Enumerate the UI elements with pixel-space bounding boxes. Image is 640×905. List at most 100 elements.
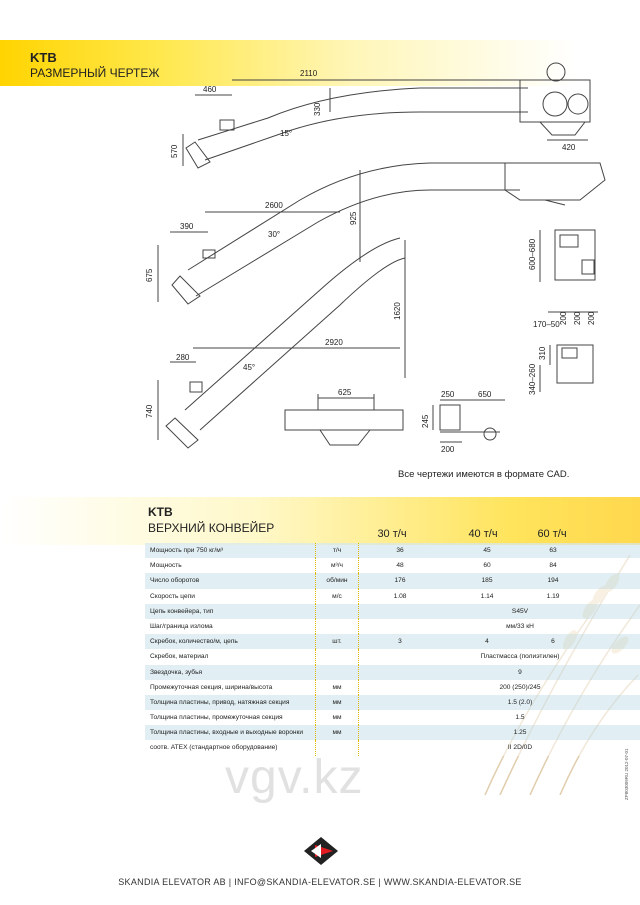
spec-value-all: S45V <box>511 607 529 615</box>
spec-value-30: 3 <box>398 638 402 646</box>
dim-bot-length: 2920 <box>325 338 343 347</box>
dim-end-h: 245 <box>421 414 430 428</box>
dim-side-width: 625 <box>338 388 352 397</box>
dim-top-angle: 15° <box>280 129 292 138</box>
dim-end-w2: 650 <box>478 390 492 399</box>
spec-unit: мм <box>315 725 359 741</box>
dim-bot-angle: 45° <box>243 363 255 372</box>
spec-unit: т/ч <box>315 543 359 559</box>
spec-value-60: 194 <box>547 577 559 585</box>
footer-contacts: SKANDIA ELEVATOR AB | INFO@SKANDIA-ELEVA… <box>118 877 522 887</box>
dimension-drawing: 2110 460 570 330 15° 420 2600 390 675 92… <box>145 62 606 454</box>
dim-drive-h2: 310 <box>538 346 547 360</box>
table-header-band <box>0 497 640 545</box>
document-id: ZP803009RU 2012-07-01 <box>624 748 629 800</box>
spec-label: соотв. ATEX (стандартное оборудование) <box>150 744 278 752</box>
conveyor-15deg <box>182 62 591 169</box>
page-title: KTB <box>30 50 57 65</box>
spec-value-all: 200 (250)/245 <box>499 683 541 691</box>
dim-top-left: 460 <box>203 85 217 94</box>
spec-unit <box>315 740 359 756</box>
dim-drive-h1: 600–680 <box>528 238 537 270</box>
spec-row: Толщина пластины, входные и выходные вор… <box>145 725 640 741</box>
spec-value-40: 60 <box>483 562 491 570</box>
spec-row: Мощность м³/ч 48 60 84 <box>145 558 640 574</box>
cad-note: Все чертежи имеются в формате CAD. <box>398 469 570 480</box>
spec-unit <box>315 618 359 635</box>
spec-label: Толщина пластины, промежуточная секция <box>150 714 283 722</box>
spec-value-40: 185 <box>481 577 493 585</box>
dim-bot-left: 280 <box>176 353 190 362</box>
spec-value-all: 1.5 <box>515 714 525 722</box>
spec-row: Скорость цепи м/с 1.08 1.14 1.19 <box>145 588 640 604</box>
spec-value-30: 176 <box>394 577 406 585</box>
dim-bot-rise: 1620 <box>393 302 402 320</box>
dim-drive-h3: 340–260 <box>528 363 537 395</box>
watermark: vgv.kz <box>225 751 364 804</box>
spec-value-30: 1.08 <box>393 592 407 600</box>
spec-unit <box>315 664 359 680</box>
spec-label: Промежуточная секция, ширина/высота <box>150 683 273 691</box>
spec-value-60: 6 <box>551 638 555 646</box>
end-view <box>432 399 505 443</box>
dim-top-drive: 420 <box>562 143 576 152</box>
spec-label: Мощность при 750 кг/м³ <box>150 547 223 554</box>
dim-bot-height: 740 <box>145 404 154 418</box>
dim-drive-w1: 170–50 <box>533 320 560 329</box>
spec-value-all: 1.5 (2.0) <box>507 698 533 706</box>
side-view <box>284 394 404 446</box>
dim-mid-left: 390 <box>180 222 194 231</box>
spec-unit <box>315 603 359 619</box>
page-subtitle: РАЗМЕРНЫЙ ЧЕРТЕЖ <box>30 66 160 80</box>
spec-value-60: 84 <box>549 562 557 570</box>
drive-views <box>539 229 598 392</box>
spec-value-30: 36 <box>396 547 404 554</box>
spec-unit: м³/ч <box>315 558 359 574</box>
header-band <box>0 40 640 86</box>
table-title: KTB <box>148 505 173 519</box>
spec-label: Шаг/граница излома <box>150 622 213 630</box>
capacity-30: 30 т/ч <box>377 528 407 540</box>
dim-mid-angle: 30° <box>268 230 280 239</box>
conveyor-30deg <box>157 162 606 305</box>
table-subtitle: ВЕРХНИЙ КОНВЕЙЕР <box>148 521 275 535</box>
spec-value-all: мм/33 кН <box>506 622 534 630</box>
spec-value-30: 48 <box>396 562 404 570</box>
spec-unit: мм <box>315 710 359 726</box>
capacity-60: 60 т/ч <box>537 528 567 540</box>
dim-top-rise: 330 <box>313 102 322 116</box>
spec-value-40: 1.14 <box>480 592 494 600</box>
spec-unit: об/мин <box>315 573 359 589</box>
spec-label: Звездочка, зубья <box>150 668 203 676</box>
spec-value-all: 1.25 <box>513 729 527 737</box>
spec-row: Толщина пластины, промежуточная секция мм… <box>145 710 640 726</box>
spec-label: Толщина пластины, входные и выходные вор… <box>150 729 304 737</box>
dim-end-base: 200 <box>441 445 455 454</box>
spec-unit <box>315 649 359 665</box>
spec-label: Мощность <box>150 562 182 570</box>
spec-value-60: 1.19 <box>546 592 560 600</box>
spec-label: Цепь конвейера, тип <box>150 607 214 615</box>
spec-label: Скребок, количество/м, цепь <box>150 638 238 646</box>
spec-row: Цепь конвейера, тип S45V <box>145 603 640 619</box>
spec-row: Шаг/граница излома мм/33 кН <box>145 618 640 635</box>
spec-unit: м/с <box>315 588 359 604</box>
dim-end-w1: 250 <box>441 390 455 399</box>
spec-label: Толщина пластины, привод, натяжная секци… <box>150 698 290 706</box>
spec-label: Скорость цепи <box>150 592 195 600</box>
skandia-logo <box>304 837 338 865</box>
spec-value-40: 4 <box>485 638 489 646</box>
dim-mid-length: 2600 <box>265 201 283 210</box>
dim-drive-c1: 200 <box>559 311 568 325</box>
spec-row: Толщина пластины, привод, натяжная секци… <box>145 694 640 711</box>
spec-value-all: II 2D/0D <box>507 744 533 752</box>
dim-drive-c3: 200 <box>587 311 596 325</box>
dim-mid-rise: 925 <box>349 211 358 225</box>
